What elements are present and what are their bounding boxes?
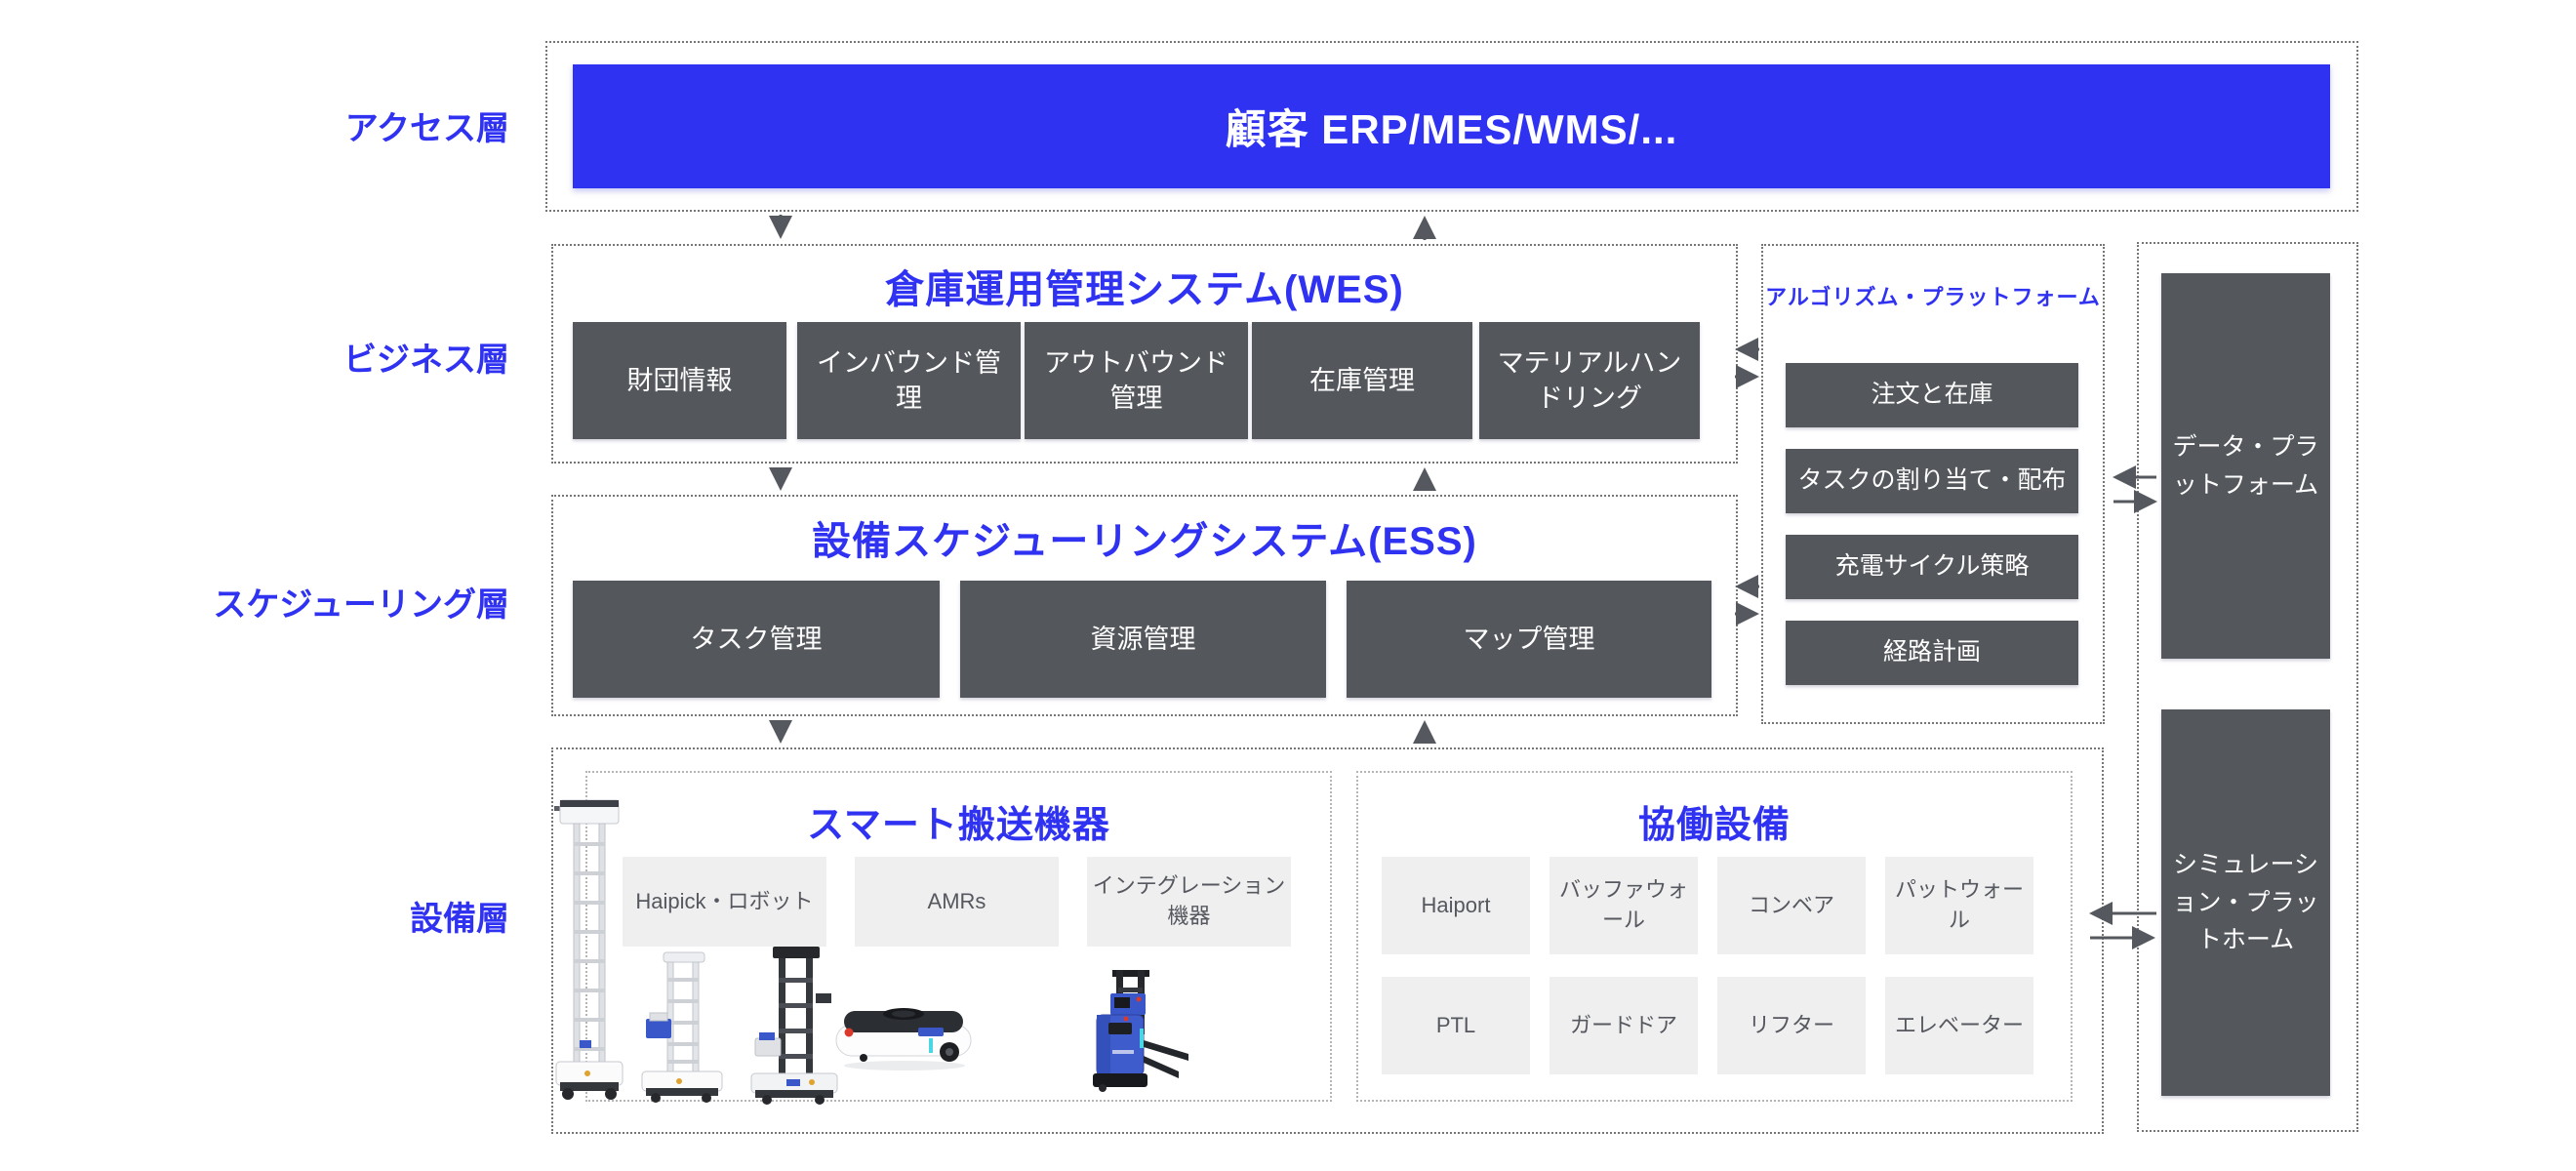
access-layer-box — [545, 41, 2358, 212]
collab-module-lifter: リフター — [1717, 977, 1866, 1074]
simulation-platform-box: シミュレーション・プラットホーム — [2161, 709, 2330, 1096]
customer-erp-bar: 顧客 ERP/MES/WMS/... — [573, 64, 2330, 188]
layer-label-equipment: 設備層 — [410, 901, 509, 938]
algo-module-charging-cycle: 充電サイクル策略 — [1786, 535, 2078, 599]
ess-module-map: マップ管理 — [1347, 581, 1711, 698]
ess-module-task: タスク管理 — [573, 581, 940, 698]
layer-label-access: アクセス層 — [344, 110, 509, 147]
wes-module-foundation-info: 財団情報 — [573, 322, 786, 439]
wes-module-inventory: 在庫管理 — [1252, 322, 1472, 439]
collab-module-buffer-wall: バッファウォール — [1550, 857, 1698, 954]
smart-equipment-box — [585, 771, 1332, 1102]
haipick-dark-robot-image — [744, 945, 851, 1105]
smart-equipment-title: スマート搬送機器 — [807, 805, 1110, 846]
algo-module-task-assignment: タスクの割り当て・配布 — [1786, 449, 2078, 513]
smart-module-integration: インテグレーション機器 — [1087, 857, 1291, 947]
algorithm-platform-box — [1761, 244, 2105, 724]
algo-module-orders-inventory: 注文と在庫 — [1786, 363, 2078, 427]
wes-module-inbound: インバウンド管理 — [797, 322, 1021, 439]
smart-module-amrs: AMRs — [855, 857, 1059, 947]
collab-module-conveyor: コンベア — [1717, 857, 1866, 954]
layer-label-scheduling: スケジューリング層 — [213, 586, 509, 624]
collab-equipment-title: 協働設備 — [1637, 805, 1791, 846]
data-platform-box: データ・プラットフォーム — [2161, 273, 2330, 659]
wes-module-outbound: アウトバウンド管理 — [1025, 322, 1248, 439]
collab-module-haiport: Haiport — [1382, 857, 1530, 954]
haipick-tall-robot-image — [554, 798, 624, 1103]
collab-equipment-box — [1356, 771, 2073, 1102]
amr-robot-image — [834, 1003, 976, 1071]
smart-module-haipick: Haipick・ロボット — [623, 857, 826, 947]
ess-module-resource: 資源管理 — [960, 581, 1326, 698]
wes-title: 倉庫運用管理システム(WES) — [885, 268, 1404, 311]
collab-module-put-wall: パットウォール — [1885, 857, 2033, 954]
collab-module-guard-door: ガードドア — [1550, 977, 1698, 1074]
ess-title: 設備スケジューリングシステム(ESS) — [812, 520, 1477, 563]
algorithm-platform-title: アルゴリズム・プラットフォーム — [1765, 285, 2101, 309]
platform-column-box — [2137, 242, 2358, 1132]
collab-module-ptl: PTL — [1382, 977, 1530, 1074]
forklift-robot-image — [1064, 968, 1190, 1093]
wes-module-material-handling: マテリアルハンドリング — [1479, 322, 1700, 439]
haipick-medium-robot-image — [636, 949, 734, 1103]
algo-module-route-planning: 経路計画 — [1786, 621, 2078, 685]
collab-module-elevator: エレベーター — [1885, 977, 2033, 1074]
layer-label-business: ビジネス層 — [343, 342, 509, 379]
equipment-layer-box — [551, 747, 2104, 1134]
